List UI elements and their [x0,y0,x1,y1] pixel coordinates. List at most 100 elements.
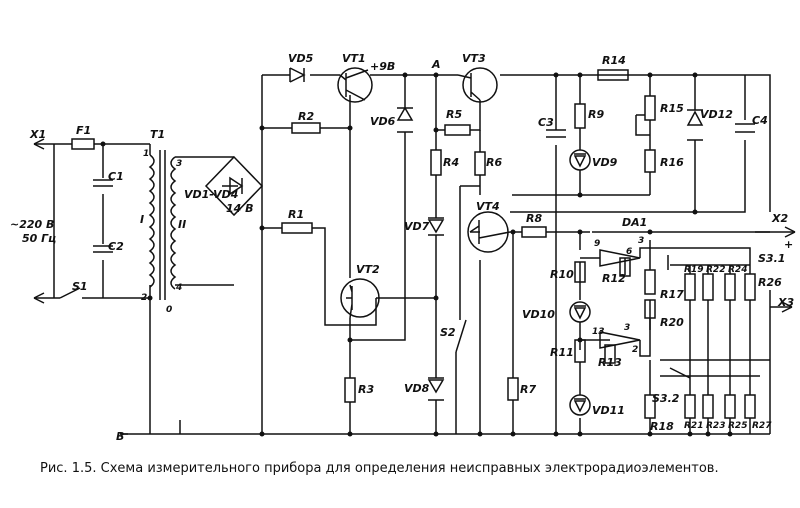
resistor-R22 [702,273,714,301]
components [33,67,796,437]
label-C2: C2 [108,240,124,253]
label-R2: R2 [298,110,314,123]
label-S1: S1 [72,280,88,293]
bridge-diode-symbol [222,176,244,196]
diode-VD7 [427,217,445,236]
resistor-R15 [644,95,656,121]
label-pin9: 9 [594,239,600,249]
label-R26: R26 [758,276,782,289]
label-VT1: VT1 [342,52,366,65]
label-VD5: VD5 [288,52,314,65]
label-C1: C1 [108,170,124,183]
transformer-core [159,150,166,300]
label-pin2-lower: 2 [632,345,638,355]
label-C3: C3 [538,116,554,129]
label-R27: R27 [752,421,772,431]
switch-S2 [455,319,467,353]
label-VD8: VD8 [404,382,430,395]
label-pin3-lower: 3 [624,323,630,333]
transformer-primary [148,154,155,288]
label-VT3: VT3 [462,52,486,65]
resistor-R16 [644,149,656,173]
label-R7: R7 [520,383,536,396]
resistor-R21 [684,394,696,419]
switch-S3 [667,255,691,379]
label-mains-v: ~220 В [10,218,54,231]
label-winding-2: II [178,218,186,231]
capacitor-C1 [93,179,113,187]
label-VD9: VD9 [592,156,618,169]
label-R13: R13 [598,356,622,369]
label-R1: R1 [288,208,304,221]
diode-VD5 [289,67,306,83]
resistor-R12 [619,257,631,277]
led-VD10 [569,301,591,323]
label-VD12: VD12 [700,108,733,121]
label-A: A [431,58,441,71]
resistor-R1 [281,222,313,234]
resistor-R4 [430,149,442,176]
label-S3-1: S3.1 [758,252,785,265]
resistor-R6 [474,151,486,176]
resistor-R20 [644,299,656,319]
label-F1: F1 [76,124,91,137]
diode-VD8 [427,377,445,401]
label-pin3-upper: 3 [638,236,644,246]
label-R8: R8 [526,212,542,225]
resistor-R18 [644,394,656,419]
label-R14: R14 [602,54,626,67]
resistor-R13 [604,344,616,364]
label-bridge-v: 14 В [226,202,254,215]
resistor-R23 [702,394,714,419]
transistor-VT3 [462,67,498,103]
label-R4: R4 [443,156,459,169]
label-X3: X3 [777,296,794,309]
label-R11: R11 [550,346,574,359]
resistor-R8 [521,226,547,238]
label-R5: R5 [446,108,462,121]
label-mains-f: 50 Гц [22,232,56,245]
label-pin13: 13 [592,327,605,337]
transformer-secondary [170,156,177,290]
resistor-R2 [291,122,321,134]
label-R17: R17 [660,288,684,301]
label-VT4: VT4 [476,200,500,213]
resistor-R24 [724,273,736,301]
label-R24: R24 [728,265,747,275]
label-plus9v: +9В [370,60,395,73]
resistor-R25 [724,394,736,419]
capacitor-C2 [93,245,113,253]
led-VD11 [569,394,591,416]
label-R20: R20 [660,316,684,329]
resistor-R10 [574,261,586,283]
label-R22: R22 [706,265,725,275]
resistor-R26 [744,273,756,301]
label-pin2: 2 [141,293,147,303]
label-winding-1: I [140,213,144,226]
resistor-R9 [574,103,586,129]
capacitor-C3 [546,129,566,138]
label-C4: C4 [752,114,768,127]
switch-S1 [59,287,81,299]
label-T1: T1 [150,128,165,141]
label-S3-2: S3.2 [652,392,680,405]
label-VD10: VD10 [522,308,555,321]
label-pin1: 1 [143,149,149,159]
transistor-VT2 [340,278,380,318]
label-pin6: 6 [626,247,632,257]
label-R21: R21 [684,421,703,431]
label-R23: R23 [706,421,725,431]
component-labels: X1 F1 T1 C1 C2 S1 ~220 В 50 Гц I II 1 2 … [10,52,794,443]
label-DA1: DA1 [622,216,647,229]
resistor-R5 [444,124,471,136]
zener-VD12 [686,109,704,141]
resistor-R17 [644,269,656,295]
label-R15: R15 [660,102,684,115]
label-pin3: 3 [176,159,182,169]
label-R19: R19 [684,265,703,275]
label-X1: X1 [29,128,46,141]
resistor-R7 [507,377,519,401]
label-ground-B: В [116,430,124,443]
label-pin0: 0 [166,305,172,315]
